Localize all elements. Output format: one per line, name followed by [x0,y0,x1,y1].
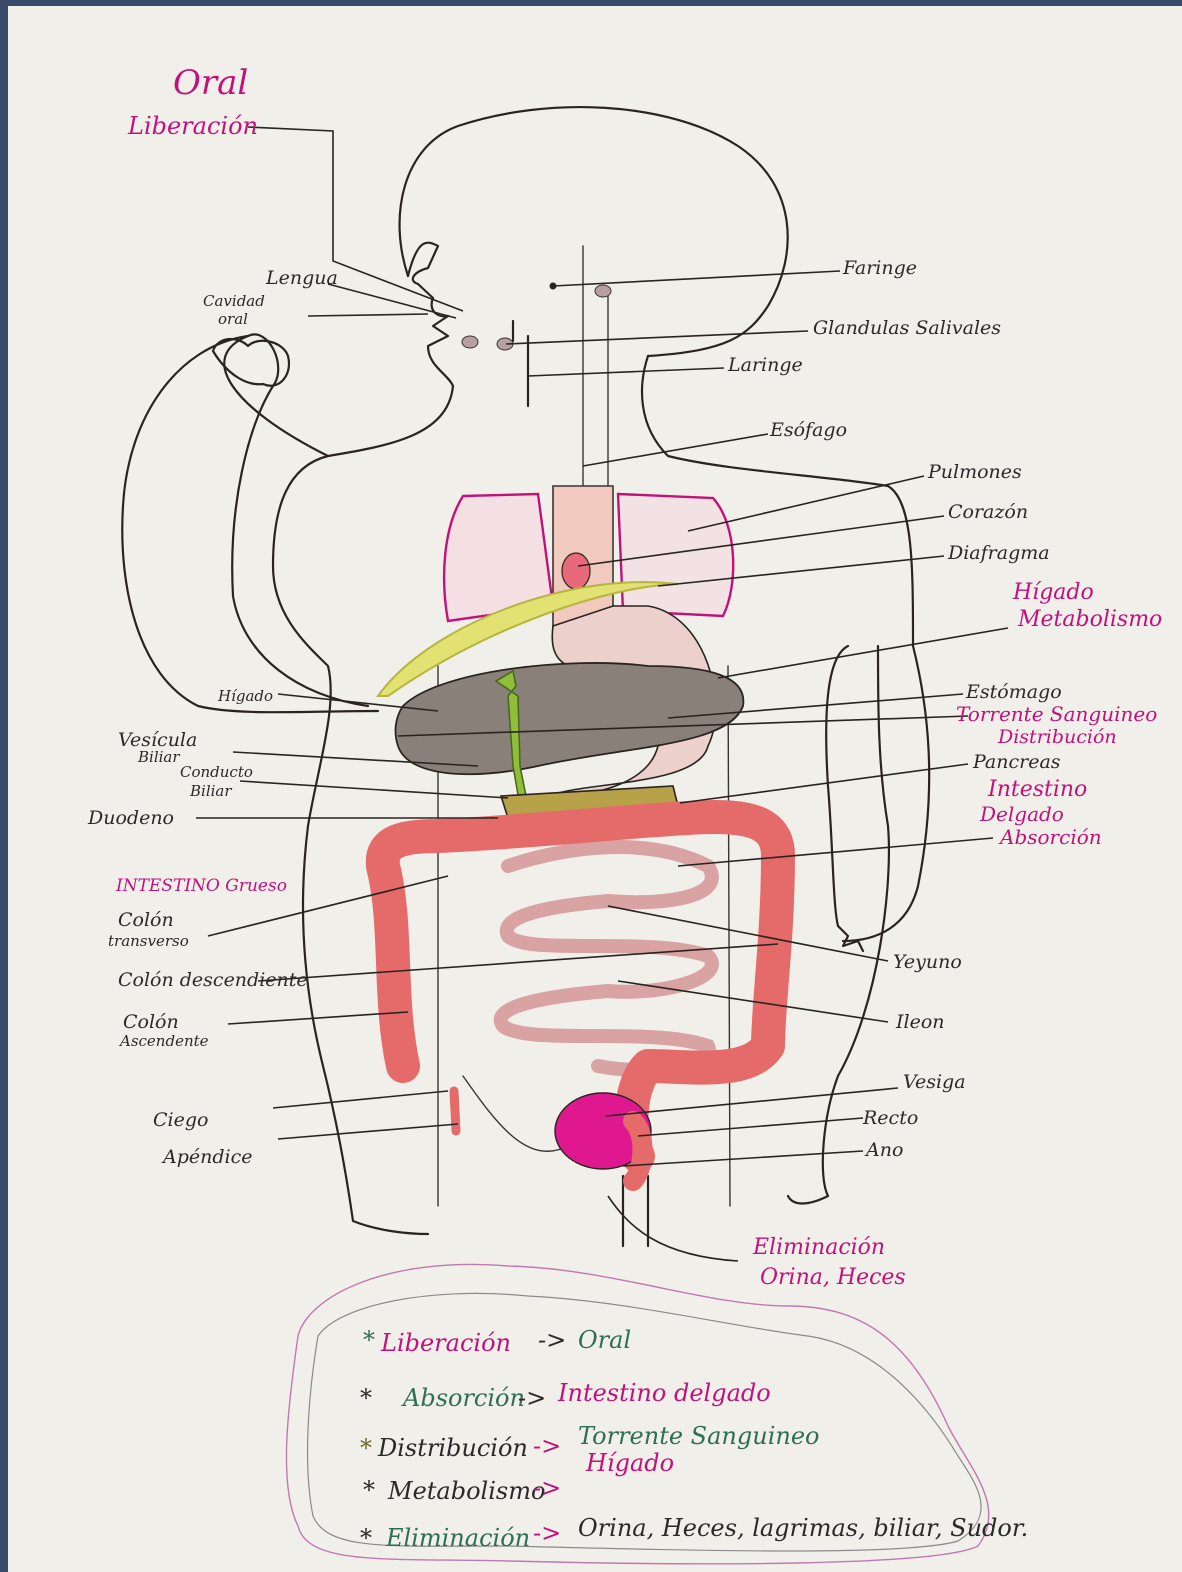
label-corazon: Corazón [948,501,1028,523]
label-colon-transverso-2: transverso [108,932,189,950]
label-conducto: Conducto [180,763,253,781]
legend-value-4: Hígado [585,1449,674,1477]
legend-bullet-3: * [360,1434,372,1462]
label-distribucion: Distribución [997,726,1117,748]
small-intestine [501,847,712,1070]
label-torrente: Torrente Sanguineo [956,702,1157,726]
label-glandulas: Glandulas Salivales [813,317,1001,339]
legend-term-3: Distribución [377,1434,528,1462]
label-ano: Ano [864,1139,903,1161]
label-vesicula-biliar: Biliar [137,748,180,766]
label-higado: Hígado [217,687,273,705]
digestive-system-diagram: Oral Liberación Lengua Cavidad oral Fari… [8,6,1182,1572]
legend-bullet-2: * [360,1384,372,1412]
rectum [633,1121,642,1181]
legend-bullet-5: * [360,1524,372,1552]
label-absorcion: Absorción [998,825,1102,849]
legend-arrow-3: -> [533,1432,561,1460]
label-conducto-biliar: Biliar [189,782,232,800]
label-ileon: Ileon [895,1011,945,1033]
legend-term-2: Absorción [401,1384,525,1412]
legend-value-5: Orina, Heces, lagrimas, biliar, Sudor. [578,1514,1028,1542]
legend-bullet-1: * [363,1326,375,1354]
label-colon-ascendente-2: Ascendente [118,1032,209,1050]
legend-value-2: Intestino delgado [557,1379,771,1407]
lungs-right [618,494,733,616]
label-pulmones: Pulmones [927,461,1022,483]
label-oral: Oral [173,63,248,103]
legend-term-4: Metabolismo [387,1477,545,1505]
label-liberacion: Liberación [127,112,258,140]
label-yeyuno: Yeyuno [893,951,962,973]
label-esofago: Esófago [769,419,847,441]
label-colon-transverso: Colón [118,909,174,931]
legend-arrow-5: -> [533,1519,561,1547]
label-ciego: Ciego [153,1109,208,1131]
legend-bullet-4: * [363,1476,375,1504]
label-faringe: Faringe [842,257,917,279]
label-estomago: Estómago [965,681,1062,703]
label-colon-descendiente: Colón descendiente [118,969,308,991]
legend-term-1: Liberación [380,1329,511,1357]
label-higado-pink: Hígado [1012,580,1094,605]
label-laringe: Laringe [727,354,803,376]
label-intestino-grueso: INTESTINO Grueso [115,876,287,896]
label-metabolismo: Metabolismo [1017,607,1162,632]
legend-arrow-2: -> [518,1384,546,1412]
label-diafragma: Diafragma [947,542,1050,564]
label-lengua: Lengua [265,267,338,289]
legend-value-1: Oral [578,1326,631,1354]
legend-term-5: Eliminación [385,1524,530,1552]
legend: * Liberación -> Oral * Absorción -> Inte… [286,1264,1028,1563]
label-apendice: Apéndice [161,1146,253,1168]
label-recto: Recto [862,1107,918,1129]
legend-arrow-1: -> [538,1326,566,1354]
label-orina-heces: Orina, Heces [760,1265,906,1290]
label-cavidad-oral: oral [218,310,248,328]
legend-arrow-4: -> [533,1474,561,1502]
label-pancreas: Pancreas [972,751,1061,773]
label-eliminacion: Eliminación [752,1235,885,1260]
label-duodeno: Duodeno [87,807,174,829]
heart [562,553,590,589]
paper-sheet: Oral Liberación Lengua Cavidad oral Fari… [8,6,1182,1572]
label-intestino: Intestino [987,777,1087,802]
label-cavidad: Cavidad [203,292,265,310]
legend-value-3: Torrente Sanguineo [578,1422,820,1450]
label-vesiga: Vesiga [903,1071,966,1093]
label-delgado: Delgado [979,802,1064,826]
label-colon-ascendente: Colón [123,1011,179,1033]
